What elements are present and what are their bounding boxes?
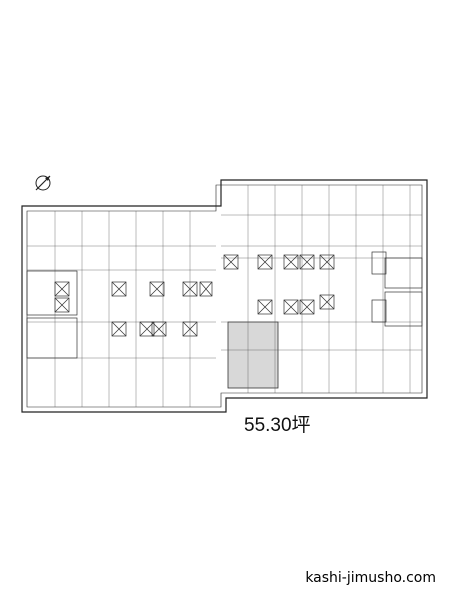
building-outline (21, 179, 428, 413)
elevator-shaft (54, 281, 70, 297)
elevator-shaft (283, 254, 299, 270)
elevator-shaft (283, 299, 299, 315)
floor-area-label: 55.30坪 (244, 415, 311, 436)
elevator-shaft (182, 281, 198, 297)
elevator-shaft (223, 254, 239, 270)
elevator-shaft (257, 299, 273, 315)
column-grid (27, 185, 422, 407)
elevator-shaft (182, 321, 198, 337)
site-watermark: kashi-jimusho.com (305, 570, 436, 586)
north-arrow-icon (35, 175, 51, 191)
elevator-shaft (257, 254, 273, 270)
elevator-shaft (54, 297, 70, 313)
leased-area (227, 321, 279, 389)
elevator-shaft (111, 281, 127, 297)
elevator-shaft (149, 281, 165, 297)
elevator-shaft (151, 321, 167, 337)
elevator-shaft (199, 281, 213, 297)
elevator-shaft (111, 321, 127, 337)
side-rooms (26, 251, 423, 359)
elevator-shaft (319, 254, 335, 270)
elevator-shaft (299, 254, 315, 270)
core-rooms (54, 254, 335, 337)
elevator-shaft (299, 299, 315, 315)
elevator-shaft (319, 294, 335, 310)
